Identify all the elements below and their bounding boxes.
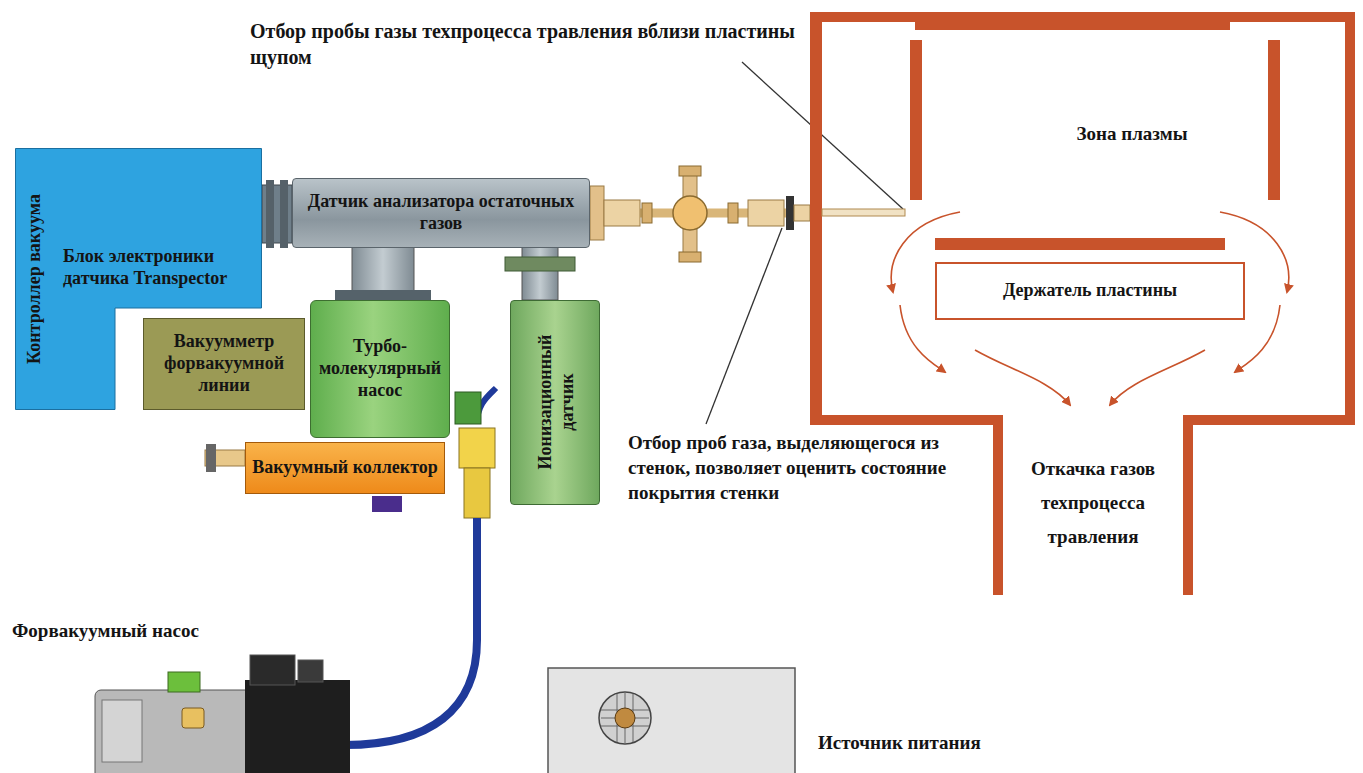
forepump-part [102,700,142,762]
pipe-fitting [794,205,810,221]
pipe-fitting [205,450,245,466]
label-holder: Источник питания [818,730,1058,755]
node-text: Контроллер вакуума [24,194,46,364]
vertical-text-holder: Контроллер вакуума [15,148,55,410]
cross-nut [679,166,701,176]
node-text: Зона плазмы [1022,122,1242,145]
exhaust-wall [993,415,1003,595]
cross-nut [728,203,738,223]
leader-line [706,228,782,424]
callout-note: Отбор пробы газы техпроцесса травления в… [250,18,800,71]
side-electrode [910,40,922,200]
wafer-holder: Держатель пластины [935,262,1245,320]
label-holder: Форвакуумный насос [12,618,272,643]
leader-line [742,62,903,209]
pipe-fitting [748,200,784,226]
hose-fitting [459,428,495,468]
pipe-nut [206,444,216,472]
pipe-neck [352,246,414,298]
forepump-body [95,690,255,773]
forepump-box [250,655,295,685]
node-text: Ионизационный датчик [534,304,578,499]
flow-arrow [975,350,1070,405]
gauge-flange [505,257,575,271]
equipment-label: Форвакуумный насос [12,618,272,643]
node-text: Блок электроники датчика Transpector [63,246,255,290]
fan-grille [601,692,649,744]
foreline-gauge: Вакуумметр форвакуумной линии [143,318,305,410]
node-text: Турбо-молекулярный насос [317,336,443,402]
hose [477,388,496,424]
text-group: Вакуумметр форвакуумной линии [150,331,298,397]
hose [345,518,477,745]
chamber-wall [810,12,822,425]
flow-arrow [1110,350,1205,405]
chamber-wall [1183,415,1355,425]
label-holder: Отбор пробы газы техпроцесса травления в… [250,18,800,71]
node-text: Откачка газов техпроцесса травления [1029,452,1157,554]
text-group: Вакуумный коллектор [252,457,438,479]
forepump-motor [245,680,350,773]
fitting-flange [786,196,794,230]
vertical-text-holder: Ионизационный датчик [511,304,601,499]
text-holder: Зона плазмы [1022,122,1242,145]
sampling-probe [822,209,905,216]
text-group: Датчик анализатора остаточных газов [299,191,583,235]
wafer [935,238,1225,250]
collector-port [372,496,402,512]
cross-nut [679,252,701,262]
equipment-label: Источник питания [818,730,1058,755]
text-holder: Откачка газов техпроцесса травления [1029,452,1157,554]
text-holder: Блок электроники датчика Transpector [63,246,255,290]
text-group: Держатель пластины [1003,280,1177,302]
end-cap [590,186,604,240]
flange-bolt [266,180,274,248]
hose-fitting [464,468,490,518]
flange-bolt [280,180,288,248]
fan-hub [615,708,635,728]
text-group: Турбо-молекулярный насос [317,336,443,402]
chamber-wall [810,415,1003,425]
top-electrode [915,12,1230,30]
fan [599,692,651,744]
exhaust-wall [1183,415,1193,595]
node-text: Вакуумный коллектор [252,457,438,479]
turbo-pump: Турбо-молекулярный насос [310,300,450,438]
valve [455,392,481,424]
pump-flange [335,290,431,300]
power-supply [548,668,795,773]
cross-valve [673,196,707,230]
forepump-box [298,660,323,682]
node-text: Вакуумметр форвакуумной линии [150,331,298,397]
cross-nut [642,203,652,223]
chamber-wall [1345,12,1355,425]
vacuum-manifold: Вакуумный коллектор [245,442,445,494]
side-electrode [1268,40,1280,200]
callout-note: Отбор проб газа, выделяющегося из стенок… [628,430,983,505]
node-text: Держатель пластины [1003,280,1177,302]
cross-arm [683,172,697,256]
pipe-fitting [604,200,640,226]
etch-chamber: Зона плазмыОткачка газов техпроцесса тра… [810,12,1363,595]
pipe-neck [522,246,558,300]
rga-sensor: Датчик анализатора остаточных газов [292,178,590,248]
sampling-line [590,209,810,218]
label-holder: Отбор проб газа, выделяющегося из стенок… [628,430,983,505]
node-text: Датчик анализатора остаточных газов [299,191,583,235]
ion-gauge: Ионизационный датчик [510,300,600,505]
sensor-flange [262,185,292,243]
forepump-part [168,672,200,692]
oil-window [182,708,204,728]
